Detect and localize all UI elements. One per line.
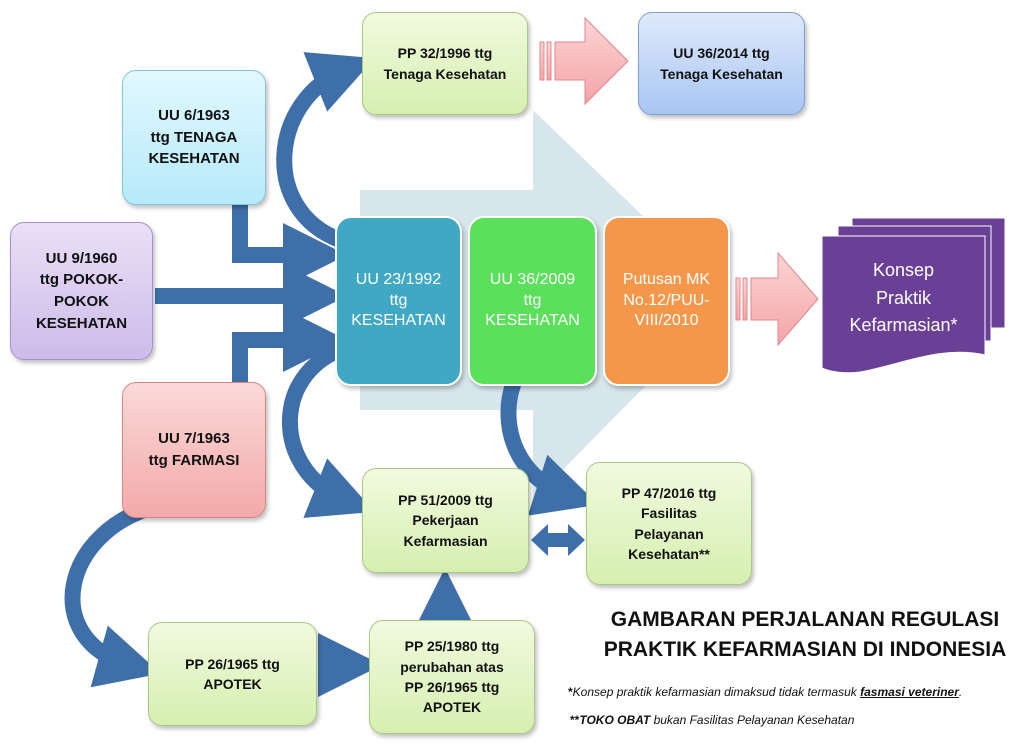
title-line-2: PRAKTIK KEFARMASIAN DI INDONESIA [603,638,1007,662]
footnote-2-marker: ** [570,713,580,727]
pink-arrow-konsep [735,251,819,347]
box-uu-7-1963: UU 7/1963 ttg FARMASI [122,382,266,518]
footnote-1-end: . [958,685,963,699]
title-line-1: GAMBARAN PERJALANAN REGULASI [610,608,1000,631]
footnote-1-emphasis: fasmasi veteriner [860,685,959,699]
box-konsep-praktik: Konsep Praktik Kefarmasian* [849,259,958,336]
box-pp-25-1980: PP 25/1980 ttg perubahan atas PP 26/1965… [369,620,535,734]
box-pp-26-1965: PP 26/1965 ttg APOTEK [148,622,317,726]
arrow-uu23-to-pp32 [276,52,375,248]
footnote-1-marker: * [568,685,573,699]
footnote-2-bold: TOKO OBAT [579,713,651,727]
box-uu-36-2014: UU 36/2014 ttg Tenaga Kesehatan [638,12,805,115]
diagram-title: GAMBARAN PERJALANAN REGULASI PRAKTIK KEF… [590,605,1020,666]
box-uu-6-1963: UU 6/1963 ttg TENAGA KESEHATAN [122,70,266,205]
blue-arrows [64,52,599,697]
pink-arrow-top [539,16,629,106]
arrow-uu23-to-pp51 [281,337,375,518]
box-pp-47-2016: PP 47/2016 ttg Fasilitas Pelayanan Keseh… [586,462,752,585]
konsep-document [821,235,986,374]
double-arrow-pp51-pp47 [531,524,585,556]
box-uu-36-2009: UU 36/2009 ttg KESEHATAN [468,216,597,386]
footnote-1: *Konsep praktik kefarmasian dimaksud tid… [568,685,962,699]
box-pp-32-1996: PP 32/1996 ttg Tenaga Kesehatan [362,12,528,115]
box-uu-9-1960: UU 9/1960 ttg POKOK- POKOK KESEHATAN [10,222,153,360]
footnote-2: **TOKO OBAT bukan Fasilitas Pelayanan Ke… [570,713,854,727]
box-putusan-mk: Putusan MK No.12/PUU- VIII/2010 [603,216,730,386]
box-pp-51-2009: PP 51/2009 ttg Pekerjaan Kefarmasian [362,468,529,573]
footnote-1-text: Konsep praktik kefarmasian dimaksud tida… [572,685,861,699]
footnote-2-text: bukan Fasilitas Pelayanan Kesehatan [650,713,855,727]
box-uu-23-1992: UU 23/1992 ttg KESEHATAN [335,216,462,386]
arrow-uu7-to-pp26 [64,497,163,688]
arrow-uu6-to-uu23 [232,205,347,287]
arrow-uu7-to-uu23 [232,308,347,382]
